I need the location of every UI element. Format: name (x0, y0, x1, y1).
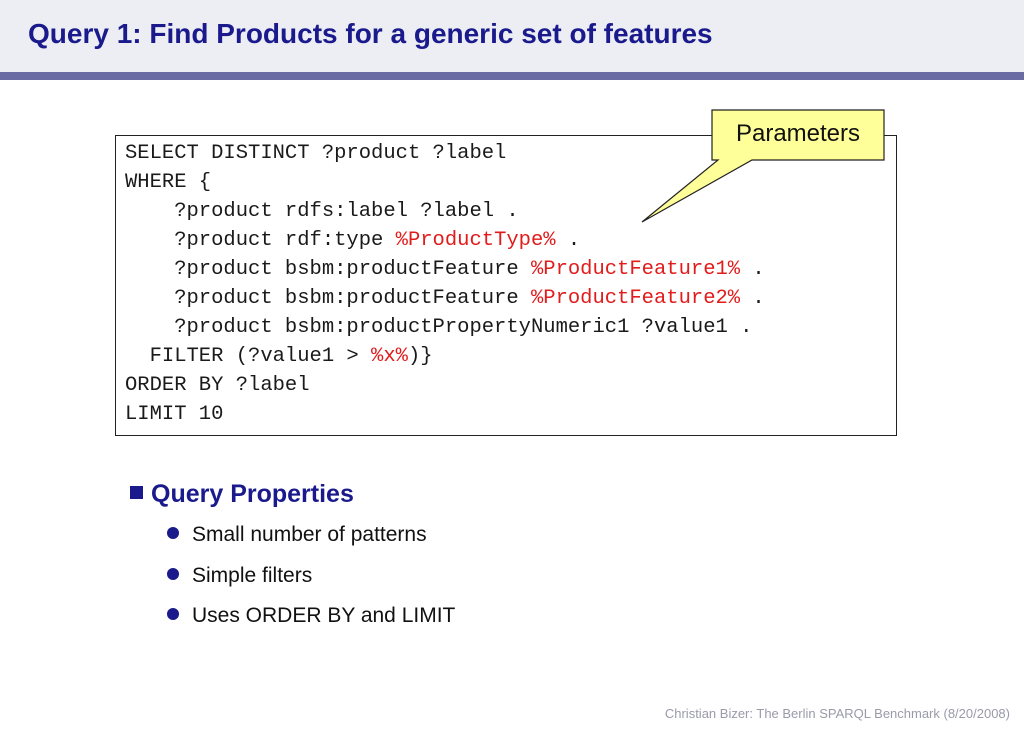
query-properties-title: Query Properties (151, 480, 354, 508)
code-text: . (740, 258, 765, 281)
code-line-feature1: ?product bsbm:productFeature %ProductFea… (125, 258, 765, 282)
code-line-select: SELECT DISTINCT ?product ?label (125, 142, 507, 165)
code-line-filter: FILTER (?value1 > %x%)} (125, 345, 433, 369)
code-text: ?product bsbm:productFeature (125, 287, 531, 310)
round-bullet-icon (167, 568, 179, 580)
code-line-label: ?product rdfs:label ?label . (125, 200, 519, 223)
title-bar: Query 1: Find Products for a generic set… (0, 0, 1024, 72)
list-item: Simple filters (167, 564, 312, 588)
code-line-order-by: ORDER BY ?label (125, 374, 310, 397)
param-product-feature2: %ProductFeature2% (530, 287, 741, 310)
slide-title: Query 1: Find Products for a generic set… (28, 18, 713, 49)
code-line-where: WHERE { (125, 171, 212, 194)
square-bullet-icon (130, 486, 143, 499)
param-x: %x% (371, 345, 408, 368)
list-item-text: Simple filters (192, 564, 313, 587)
code-text: . (740, 287, 765, 310)
param-product-type: %ProductType% (395, 229, 556, 252)
list-item: Small number of patterns (167, 523, 427, 547)
code-line-numeric: ?product bsbm:productPropertyNumeric1 ?v… (125, 316, 753, 339)
list-item-text: Small number of patterns (192, 523, 427, 546)
round-bullet-icon (167, 608, 179, 620)
code-line-limit: LIMIT 10 (125, 403, 224, 426)
code-text: . (555, 229, 581, 252)
code-text: ?product bsbm:productFeature (125, 258, 531, 281)
code-line-feature2: ?product bsbm:productFeature %ProductFea… (125, 287, 765, 311)
slide-footer: Christian Bizer: The Berlin SPARQL Bench… (664, 706, 1010, 721)
title-rule (0, 72, 1024, 80)
list-item: Uses ORDER BY and LIMIT (167, 604, 455, 628)
code-line-type: ?product rdf:type %ProductType% . (125, 229, 580, 253)
param-product-feature1: %ProductFeature1% (530, 258, 741, 281)
sparql-code-box: SELECT DISTINCT ?product ?label WHERE { … (115, 135, 897, 436)
code-text: )} (407, 345, 433, 368)
code-text: FILTER (?value1 > (125, 345, 372, 368)
query-properties-heading: Query Properties (130, 480, 354, 509)
code-text: ?product rdf:type (125, 229, 396, 252)
round-bullet-icon (167, 527, 179, 539)
list-item-text: Uses ORDER BY and LIMIT (192, 604, 456, 627)
callout-label: Parameters (735, 120, 861, 147)
